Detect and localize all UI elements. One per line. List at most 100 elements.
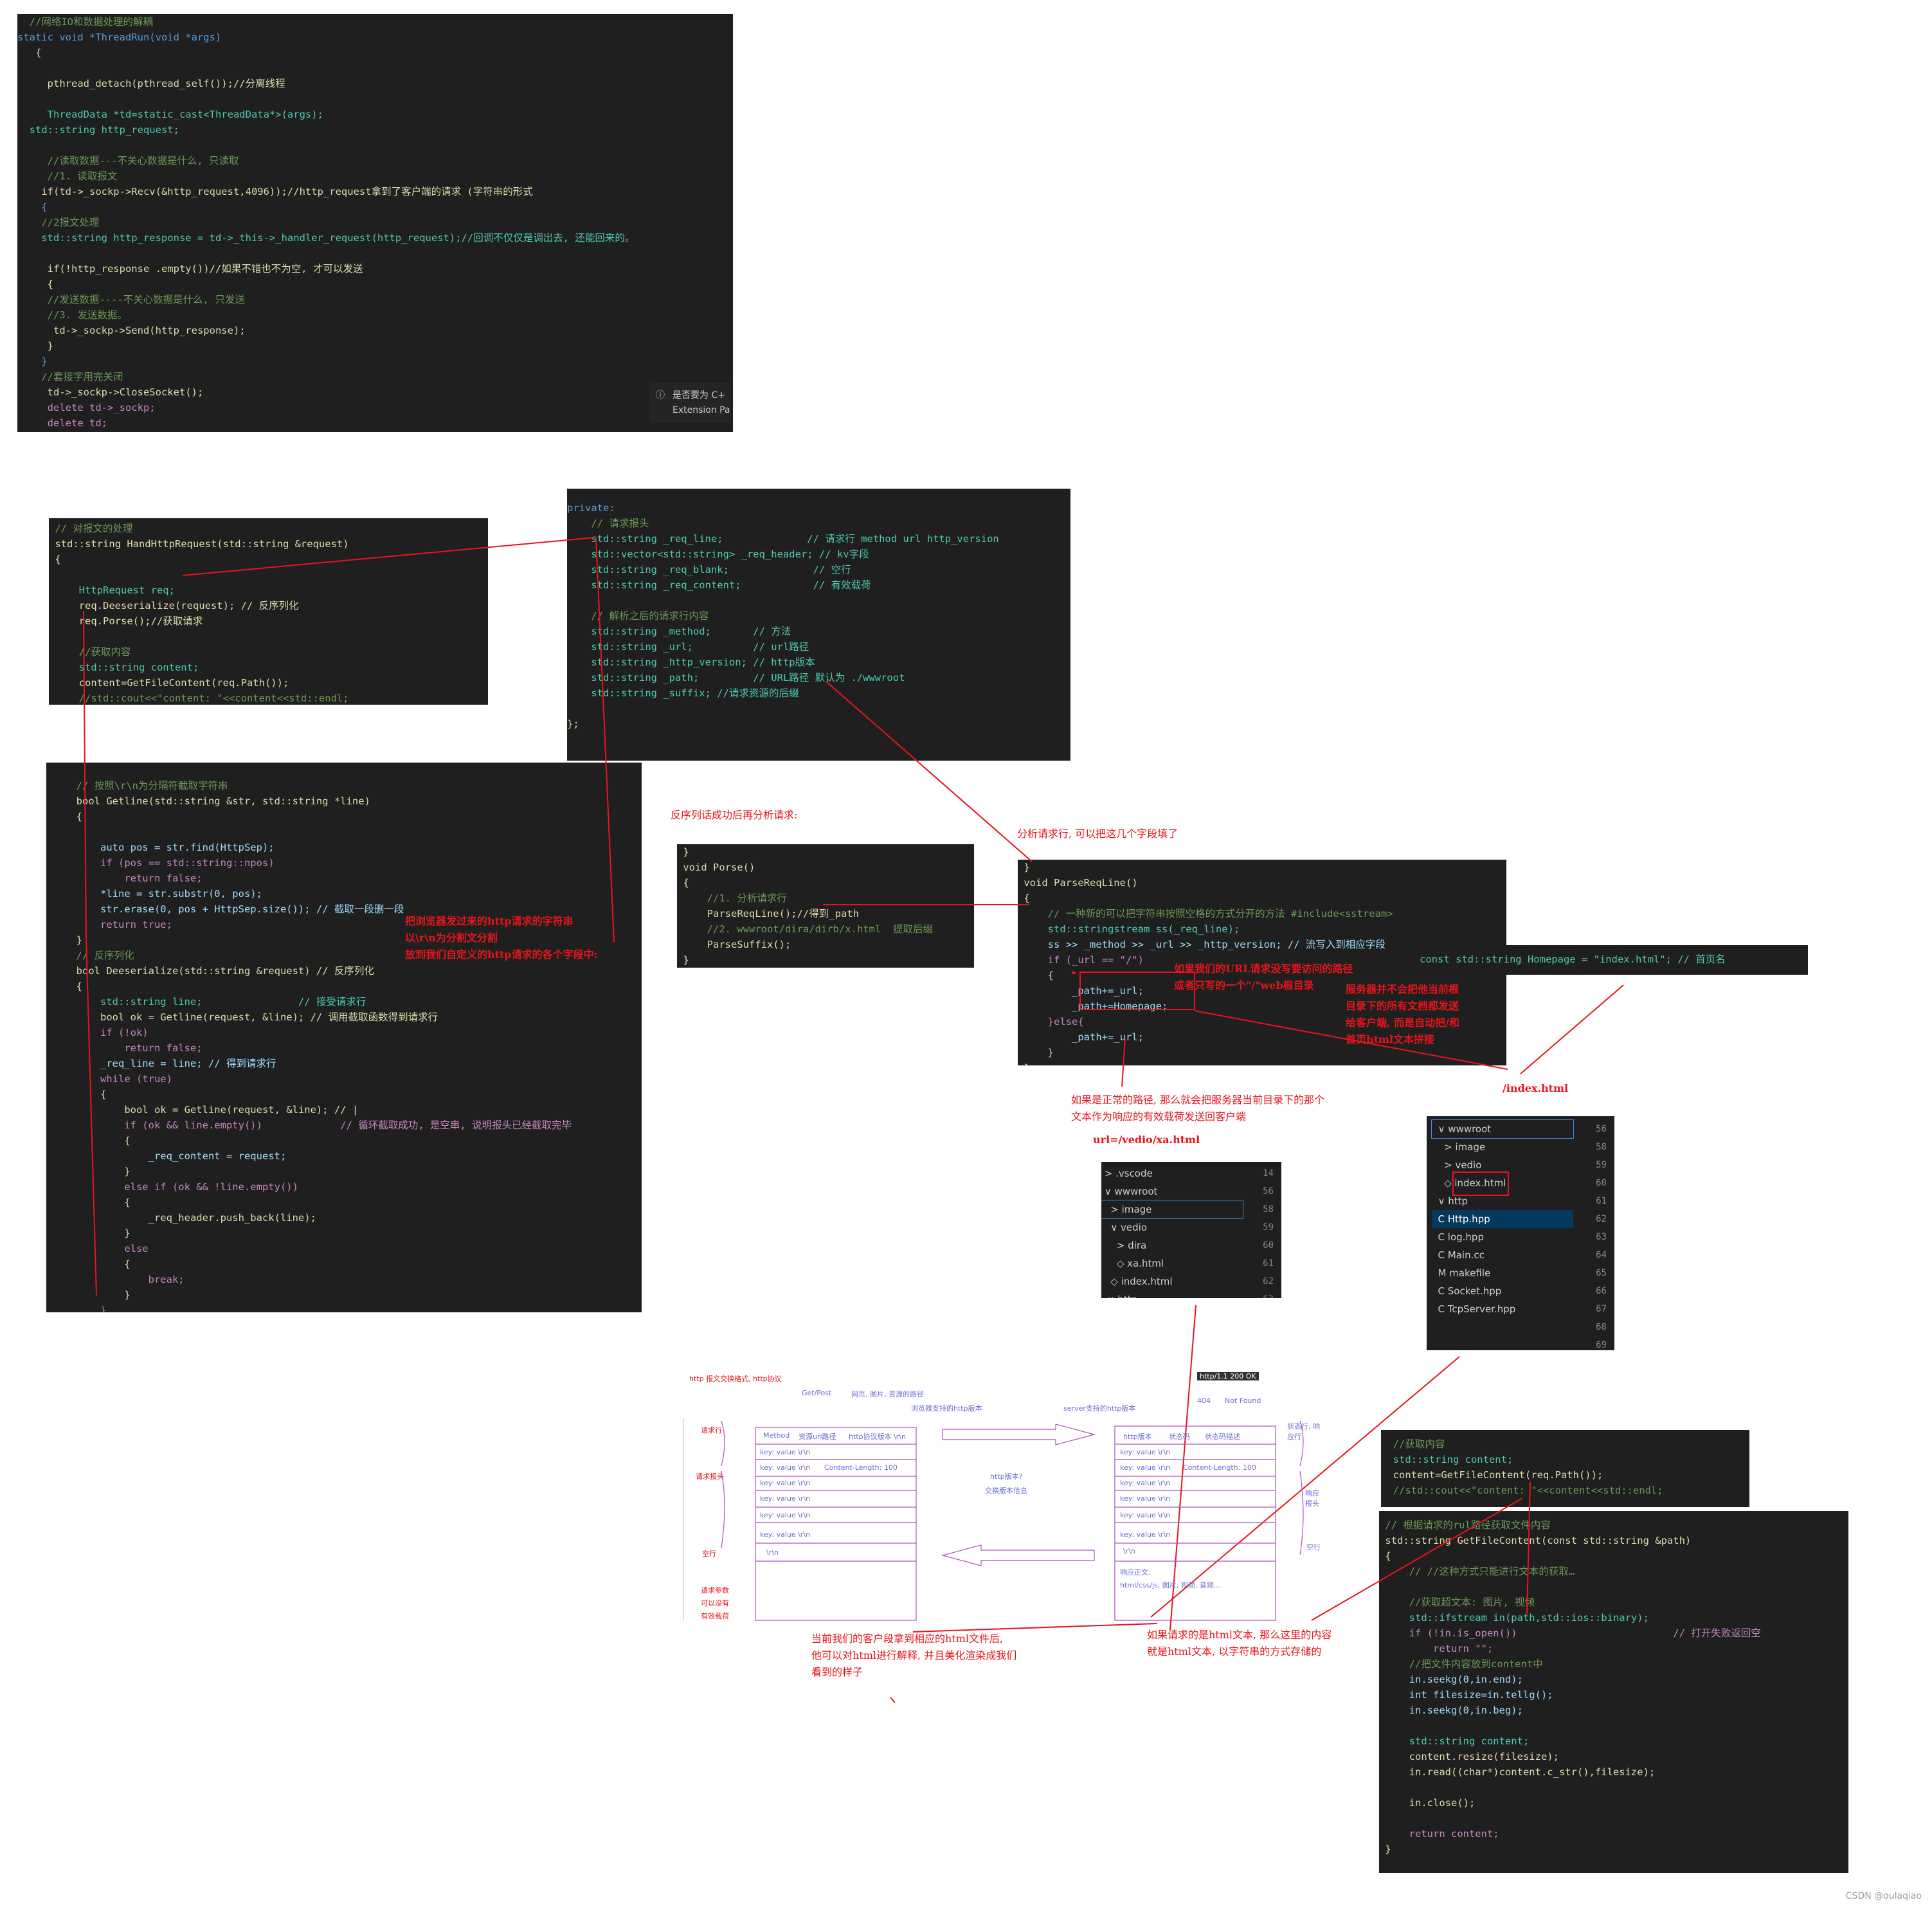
code-line: if (ok && line.empty()) // 循环截取成功, 是空串, … xyxy=(46,1119,572,1131)
line-number: 68 xyxy=(1596,1322,1607,1332)
code-line: //把文件内容放到content中 xyxy=(1379,1658,1543,1670)
code-line: td->_sockp->CloseSocket(); xyxy=(17,386,204,398)
code-line: { xyxy=(1018,970,1054,981)
annotation-normal-path: 如果是正常的路径, 那么就会把服务器当前目录下的那个 文本作为响应的有效载荷发送… xyxy=(1071,1094,1325,1123)
code-line: { xyxy=(1379,1550,1391,1562)
code-line: req.Porse();//获取请求 xyxy=(49,615,203,627)
code-line: if(!http_response .empty())//如果不错也不为空, 才… xyxy=(17,263,363,275)
code-line: } xyxy=(1379,1843,1391,1855)
tree-item[interactable]: ∨ wwwroot xyxy=(1431,1119,1574,1139)
code-line: //发送数据----不关心数据是什么, 只发送 xyxy=(17,294,245,305)
popup-line2: Extension Pa xyxy=(673,405,730,415)
code-line: { xyxy=(17,278,53,290)
tree-item[interactable]: ◇ index.html xyxy=(1101,1276,1173,1287)
diagram-kv-4: key: value \r\n xyxy=(760,1494,811,1503)
code-line: std::string _method; // 方法 xyxy=(567,626,791,637)
code-line: std::string content; xyxy=(49,662,199,673)
code-line: void Porse() xyxy=(677,862,755,873)
diagram-rkv-4: key: value \r\n xyxy=(1120,1494,1171,1503)
tree-item[interactable]: C Socket.hpp xyxy=(1432,1285,1502,1297)
code-line: //获取内容 xyxy=(49,646,131,658)
code-line: _req_content = request; xyxy=(46,1150,287,1162)
code-line: str.erase(0, pos + HttpSep.size()); // 截… xyxy=(46,903,404,915)
code-line: delete td; xyxy=(17,417,107,429)
tree-item[interactable]: > image xyxy=(1101,1200,1243,1219)
code-line: } xyxy=(46,1166,131,1177)
tree-item[interactable]: C log.hpp xyxy=(1432,1231,1484,1243)
tree-item[interactable]: ∨ vedio xyxy=(1101,1222,1148,1233)
code-line: { xyxy=(17,47,42,59)
code-line: content.resize(filesize); xyxy=(1379,1751,1559,1762)
tree-item[interactable]: > .vscode xyxy=(1101,1168,1153,1179)
tree-item[interactable]: C Http.hpp xyxy=(1432,1210,1573,1228)
code-line: else if (ok && !line.empty()) xyxy=(46,1181,298,1193)
code-line: bool Getline(std::string &str, std::stri… xyxy=(46,795,370,807)
diagram-resp-header: 响应报头 xyxy=(1305,1489,1319,1508)
tree-item[interactable]: M makefile xyxy=(1432,1267,1491,1279)
diagram-blank: 空行 xyxy=(702,1550,716,1558)
code-line: { xyxy=(677,877,689,889)
tree-item[interactable]: C TcpServer.hpp xyxy=(1432,1303,1516,1315)
tree-item[interactable]: C Main.cc xyxy=(1432,1249,1485,1261)
annotation-empty-url: 如果我们的URL请求没写要访问的路径 或者只写的一个"/"web根目录 xyxy=(1174,963,1353,991)
line-number: 60 xyxy=(1596,1178,1607,1188)
tree-item[interactable]: ∨ wwwroot xyxy=(1101,1186,1158,1197)
code-line: std::string _req_blank; // 空行 xyxy=(567,564,851,575)
code-line: //1. 读取报文 xyxy=(17,170,118,182)
code-line: if(td->_sockp->Recv(&http_request,4096))… xyxy=(17,186,533,197)
code-line: std::string _http_version; // http版本 xyxy=(567,656,815,668)
tree-item[interactable]: ∨ http xyxy=(1432,1195,1468,1207)
code-line: std::string line; // 接受请求行 xyxy=(46,996,366,1008)
code-line: if (_url == "/") xyxy=(1018,954,1144,966)
line-number: 58 xyxy=(1263,1204,1274,1215)
line-number: 69 xyxy=(1596,1340,1607,1350)
tree-item[interactable]: ∨ http xyxy=(1101,1290,1243,1298)
line-number: 63 xyxy=(1243,1290,1274,1298)
line-number: 67 xyxy=(1596,1304,1607,1314)
annotation-index: /index.html xyxy=(1503,1082,1569,1094)
code-line: req.Deeserialize(request); // 反序列化 xyxy=(49,600,299,611)
code-line: void ParseReqLine() xyxy=(1018,877,1138,889)
code-line: const std::string Homepage = "index.html… xyxy=(1402,954,1726,965)
diagram-rkv-1: key: value \r\n xyxy=(1120,1448,1171,1456)
diagram-version: http协议版本 \r\n xyxy=(849,1433,906,1441)
code-line: *line = str.substr(0, pos); xyxy=(46,888,262,900)
diagram-kv-5: key: value \r\n xyxy=(760,1511,811,1519)
code-line: //2. wwwroot/dira/dirb/x.html 提取后缀 xyxy=(677,923,933,935)
tree-item[interactable]: ◇ index.html xyxy=(1432,1177,1506,1189)
diagram-status-code: 状态码 xyxy=(1169,1433,1190,1441)
line-number: 65 xyxy=(1596,1268,1607,1278)
line-number: 56 xyxy=(1596,1124,1607,1134)
line-number: 64 xyxy=(1596,1250,1607,1260)
code-line: //网络IO和数据处理的解耦 xyxy=(17,16,153,28)
code-line: std::string _url; // url路径 xyxy=(567,641,809,653)
tree-item[interactable]: > vedio xyxy=(1432,1159,1482,1171)
line-number: 59 xyxy=(1263,1222,1274,1233)
extension-popup[interactable]: ⓘ 是否要为 C+ Extension Pa xyxy=(649,383,730,423)
code-line: break; xyxy=(46,1274,185,1285)
code-line: }; xyxy=(567,718,579,730)
tree-item[interactable]: > image xyxy=(1432,1141,1486,1153)
line-number: 60 xyxy=(1263,1240,1274,1251)
code-line: } xyxy=(17,340,53,352)
tree-item[interactable]: ◇ xa.html xyxy=(1101,1258,1164,1269)
diagram-code404: 404 xyxy=(1197,1397,1211,1405)
diagram-method: Method xyxy=(763,1431,790,1440)
tree-item[interactable]: > dira xyxy=(1101,1240,1147,1251)
code-line: else xyxy=(46,1243,149,1254)
code-line: } xyxy=(46,1227,131,1239)
annotation-url-example: url=/vedio/xa.html xyxy=(1093,1134,1200,1146)
diagram-status-desc: 状态码描述 xyxy=(1205,1433,1240,1441)
code-line: if (!in.is_open()) // 打开失败返回空 xyxy=(1379,1627,1761,1639)
code-line: //获取超文本: 图片, 视频 xyxy=(1379,1597,1535,1608)
code-line: // 一种新的可以把字符串按照空格的方式分开的方法 #include<sstre… xyxy=(1018,908,1393,919)
code-line: _path+=_url; xyxy=(1018,1031,1144,1043)
line-number: 61 xyxy=(1596,1196,1607,1206)
code-line: { xyxy=(17,201,48,213)
line-number: 14 xyxy=(1263,1168,1274,1179)
code-line: //套接字用完关闭 xyxy=(17,371,123,383)
code-line: if (pos == std::string::npos) xyxy=(46,857,275,869)
code-line: ThreadData *td=static_cast<ThreadData*>(… xyxy=(17,109,323,120)
